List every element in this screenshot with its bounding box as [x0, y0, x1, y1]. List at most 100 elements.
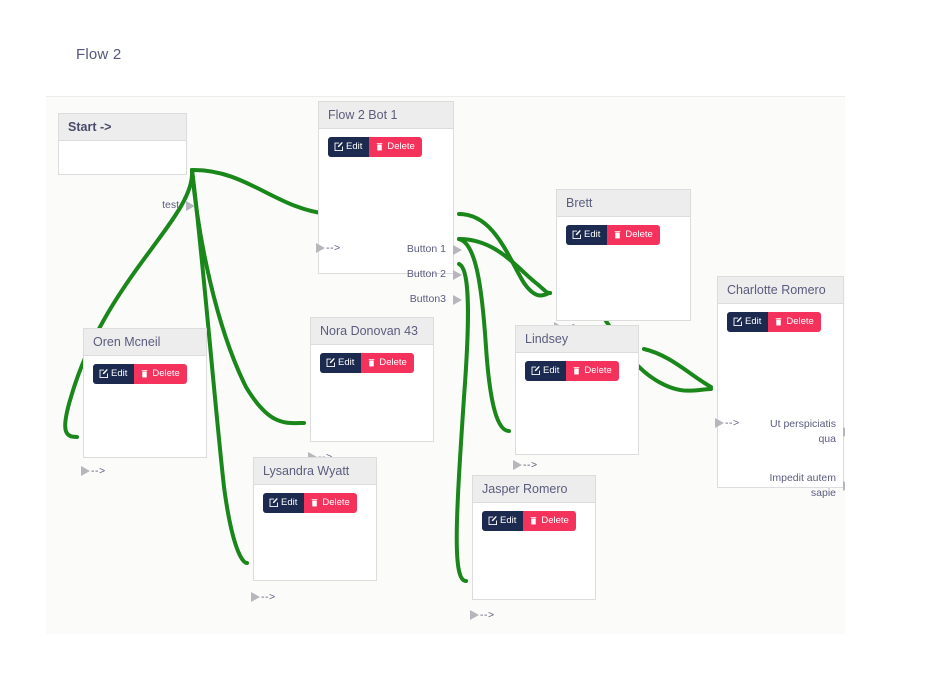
node-action-row: Edit Delete: [516, 353, 638, 381]
node-action-row: Edit Delete: [84, 356, 206, 384]
edit-button-label: Edit: [281, 497, 298, 508]
delete-button[interactable]: Delete: [369, 137, 422, 157]
edit-button-label: Edit: [745, 316, 762, 327]
edge-button3-to-jasper: [454, 262, 471, 583]
pencil-square-icon: [531, 366, 540, 376]
port-arrow-icon: [453, 269, 462, 280]
input-port-label: -->: [480, 609, 495, 621]
output-port-label: Button3: [409, 293, 446, 305]
edge-button1-to-brett: [457, 212, 552, 298]
edit-button[interactable]: Edit: [525, 361, 567, 381]
node-action-row: Edit Delete: [718, 304, 843, 332]
node-flow2bot1[interactable]: Flow 2 Bot 1 Edit Delete --> Button 1 Button …: [316, 101, 462, 305]
delete-button[interactable]: Delete: [566, 361, 619, 381]
node-body: Edit Delete -->: [251, 485, 376, 603]
edit-button[interactable]: Edit: [727, 312, 769, 332]
edit-button[interactable]: Edit: [328, 137, 370, 157]
edge-start-to-flow2bot1: [190, 167, 330, 216]
node-title: Lysandra Wyatt: [254, 458, 376, 485]
delete-button-label: Delete: [584, 365, 612, 376]
node-body: test: [59, 141, 195, 211]
delete-button-label: Delete: [625, 229, 653, 240]
node-title: Lindsey: [516, 326, 638, 353]
input-port[interactable]: -->: [316, 242, 341, 254]
port-arrow-icon: [316, 243, 325, 253]
input-port[interactable]: -->: [513, 459, 538, 471]
edit-button[interactable]: Edit: [482, 511, 524, 531]
output-port-label: Ut perspiciatis qua: [770, 418, 836, 445]
node-body: Edit Delete -->: [513, 353, 638, 471]
delete-button[interactable]: Delete: [768, 312, 821, 332]
node-action-row: Edit Delete: [557, 217, 690, 245]
edge-start-to-nora: [190, 168, 306, 426]
node-action-row: Edit Delete: [254, 485, 376, 513]
pencil-square-icon: [733, 317, 742, 327]
input-port[interactable]: -->: [81, 465, 106, 477]
input-port-label: -->: [523, 459, 538, 471]
port-arrow-icon: [843, 427, 845, 437]
port-arrow-icon: [81, 466, 90, 476]
pencil-square-icon: [326, 358, 335, 368]
input-port[interactable]: -->: [715, 417, 740, 429]
port-arrow-icon: [843, 481, 845, 491]
node-start[interactable]: Start ->test: [58, 113, 195, 211]
edge-button2-to-lindsey: [457, 237, 511, 433]
trash-icon: [375, 142, 384, 151]
edit-button[interactable]: Edit: [320, 353, 362, 373]
delete-button-label: Delete: [387, 141, 415, 152]
edge-button2-to-brett: [457, 237, 552, 295]
edit-button-label: Edit: [338, 357, 355, 368]
pencil-square-icon: [488, 516, 497, 526]
delete-button[interactable]: Delete: [523, 511, 576, 531]
delete-button[interactable]: Delete: [134, 364, 187, 384]
input-port[interactable]: -->: [470, 609, 495, 621]
output-port[interactable]: Button 2: [407, 267, 462, 282]
node-action-row: Edit Delete: [311, 345, 433, 373]
output-port-label: test: [162, 199, 179, 211]
trash-icon: [529, 516, 538, 525]
port-arrow-icon: [453, 294, 462, 305]
delete-button[interactable]: Delete: [361, 353, 414, 373]
output-port[interactable]: Ut perspiciatis qua: [758, 417, 845, 447]
port-arrow-icon: [513, 460, 522, 470]
edit-button[interactable]: Edit: [263, 493, 305, 513]
pencil-square-icon: [572, 230, 581, 240]
output-port[interactable]: Impedit autem sapie: [758, 471, 845, 501]
node-title: Flow 2 Bot 1: [319, 102, 453, 129]
delete-button[interactable]: Delete: [607, 225, 660, 245]
delete-button-label: Delete: [786, 316, 814, 327]
node-title: Jasper Romero: [473, 476, 595, 503]
trash-icon: [613, 230, 622, 239]
flow-header-card: Flow 2: [46, 28, 845, 96]
edge-lindsey-to-charlotte: [642, 347, 713, 389]
edit-button-label: Edit: [111, 368, 128, 379]
trash-icon: [140, 369, 149, 378]
edit-button[interactable]: Edit: [93, 364, 135, 384]
output-port[interactable]: Button 1: [407, 242, 462, 257]
edit-button[interactable]: Edit: [566, 225, 608, 245]
edit-button-label: Edit: [543, 365, 560, 376]
node-action-row: Edit Delete: [319, 129, 453, 157]
port-arrow-icon: [470, 610, 479, 620]
pencil-square-icon: [99, 369, 108, 379]
input-port[interactable]: -->: [251, 591, 276, 603]
node-title: Charlotte Romero: [718, 277, 843, 304]
delete-button[interactable]: Delete: [304, 493, 357, 513]
output-port[interactable]: Button3: [409, 292, 462, 307]
input-port-label: -->: [91, 465, 106, 477]
node-title: Brett: [557, 190, 690, 217]
delete-button-label: Delete: [379, 357, 407, 368]
output-port[interactable]: test: [162, 198, 195, 213]
